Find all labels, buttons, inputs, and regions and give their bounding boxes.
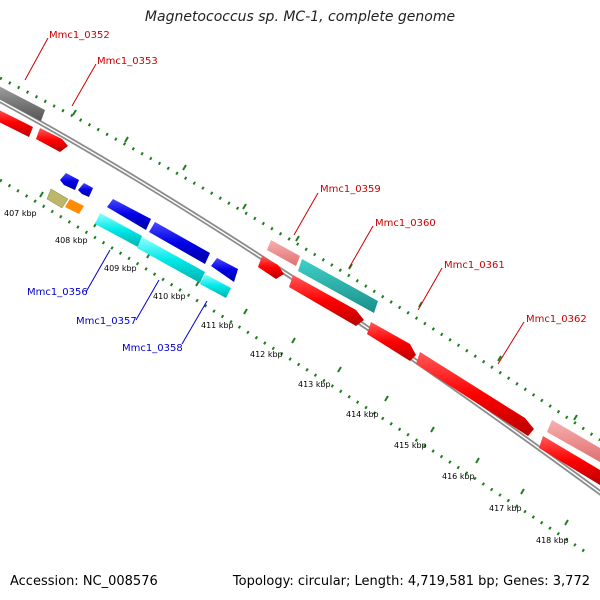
gene-mmc1-0358-bar[interactable] — [200, 274, 231, 298]
callout-0360 — [348, 225, 374, 269]
gene-label-mmc1-0352[interactable]: Mmc1_0352 — [49, 30, 110, 41]
gene-label-mmc1-0359[interactable]: Mmc1_0359 — [320, 184, 381, 195]
kbp-label-415: 415 kbp — [394, 441, 427, 450]
gene-label-mmc1-0357[interactable]: Mmc1_0357 — [76, 316, 137, 327]
upper-tick-ring — [0, 76, 600, 442]
backbone-inner — [0, 99, 600, 494]
gene-label-mmc1-0358[interactable]: Mmc1_0358 — [122, 343, 183, 354]
gene-label-mmc1-0362[interactable]: Mmc1_0362 — [526, 314, 587, 325]
kbp-label-417: 417 kbp — [489, 504, 522, 513]
gene-blue-small-a[interactable] — [60, 173, 79, 190]
kbp-label-412: 412 kbp — [250, 350, 283, 359]
gene-red-c[interactable] — [289, 275, 364, 326]
gene-mmc1-0361-bar[interactable] — [367, 322, 416, 361]
gene-mmc1-0360-bar[interactable] — [298, 259, 378, 313]
forward-genes — [0, 84, 600, 485]
gene-red-end[interactable] — [539, 436, 600, 485]
backbone-outer — [0, 97, 600, 496]
gene-mmc1-0356-bar[interactable] — [95, 213, 142, 247]
gene-pink-end[interactable] — [547, 420, 600, 462]
kbp-labels: 407 kbp 408 kbp 409 kbp 410 kbp 411 kbp … — [4, 209, 569, 545]
kbp-label-416: 416 kbp — [442, 472, 475, 481]
accession-text: Accession: NC_008576 — [10, 574, 158, 589]
kbp-label-408: 408 kbp — [55, 236, 88, 245]
gene-label-mmc1-0360[interactable]: Mmc1_0360 — [375, 218, 436, 229]
gene-blue-long-a[interactable] — [107, 199, 151, 230]
gene-red-b[interactable] — [258, 256, 284, 279]
gene-mmc1-0359-bar[interactable] — [267, 240, 300, 266]
gene-blue-short[interactable] — [211, 258, 238, 282]
kbp-label-414: 414 kbp — [346, 410, 379, 419]
callout-0352 — [24, 37, 49, 81]
gene-mmc1-0353-bar[interactable] — [36, 128, 68, 152]
gene-label-mmc1-0356[interactable]: Mmc1_0356 — [27, 287, 88, 298]
reverse-genes — [46, 173, 238, 298]
upper-major-ticks — [72, 109, 578, 421]
gene-blue-long-b[interactable] — [149, 222, 210, 264]
callout-0357 — [135, 279, 160, 321]
kbp-label-411: 411 kbp — [201, 321, 234, 330]
genome-title: Magnetococcus sp. MC-1, complete genome — [144, 9, 456, 25]
gene-label-mmc1-0353[interactable]: Mmc1_0353 — [97, 56, 158, 67]
gene-mmc1-0352-bar[interactable] — [0, 84, 45, 121]
gene-blue-small-b[interactable] — [78, 183, 93, 197]
lower-major-ticks — [39, 191, 569, 526]
gene-mmc1-0357-bar[interactable] — [137, 237, 205, 283]
gene-khaki[interactable] — [46, 188, 69, 209]
gene-label-mmc1-0361[interactable]: Mmc1_0361 — [444, 260, 505, 271]
callout-0356 — [85, 249, 111, 293]
gene-mmc1-0362-bar[interactable] — [416, 352, 534, 436]
gene-orange[interactable] — [65, 199, 84, 214]
kbp-label-413: 413 kbp — [298, 380, 331, 389]
kbp-label-418: 418 kbp — [536, 536, 569, 545]
kbp-label-407: 407 kbp — [4, 209, 37, 218]
callout-0359 — [293, 192, 319, 236]
gene-red-a[interactable] — [0, 108, 33, 137]
gene-callouts: Mmc1_0352 Mmc1_0353 Mmc1_0359 Mmc1_0360 … — [24, 30, 587, 365]
callout-0353 — [71, 63, 97, 107]
callout-0361 — [417, 267, 443, 311]
callout-0362 — [497, 321, 525, 365]
kbp-label-410: 410 kbp — [153, 292, 186, 301]
kbp-label-409: 409 kbp — [104, 264, 137, 273]
lower-tick-ring — [0, 178, 591, 557]
topology-text: Topology: circular; Length: 4,719,581 bp… — [232, 574, 590, 589]
callout-0358 — [181, 300, 208, 345]
